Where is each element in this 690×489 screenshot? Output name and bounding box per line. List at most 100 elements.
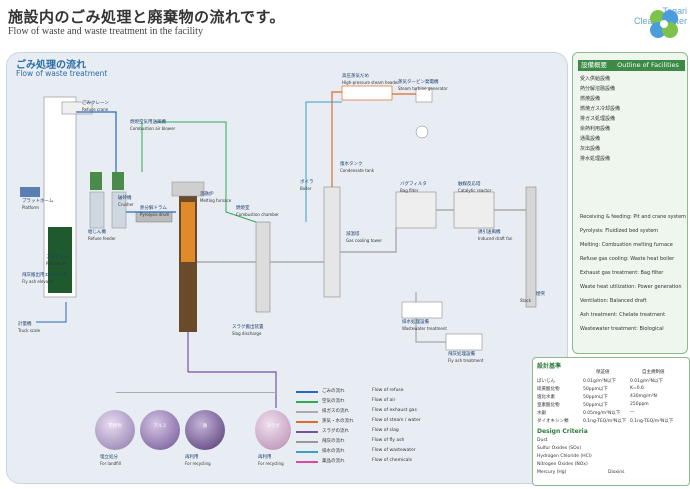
legend-steam-en: Flow of steam / water [372, 418, 421, 423]
legend-air-en: Flow of air [372, 398, 396, 403]
label-refuse-crane: ごみクレーン [82, 101, 109, 106]
water-flow-1 [305, 101, 342, 222]
criteria-row-0-a: 0.01g/m³N以下 [583, 379, 616, 384]
dest-recycle-2-en: For recycling [258, 461, 284, 466]
label-refuse-pit: ごみピット [46, 255, 69, 260]
output-iron-label: 鉄 [202, 424, 208, 429]
legend-refuse: ごみの流れ [322, 389, 345, 394]
label-combustion-chamber-en: Combustion chamber [236, 212, 279, 217]
legend-flyash-en: Flow of fly ash [372, 438, 405, 443]
dest-recycle-1-en: For recycling [185, 461, 211, 466]
label-stack: 煙突 [536, 292, 545, 297]
refuse-pit [48, 227, 72, 293]
legend: ごみの流れ Flow of refuse 空気の流れ Flow of air 排… [296, 388, 421, 474]
label-combustion-chamber: 燃焼室 [236, 206, 250, 211]
label-pyrolysis-drum: 熱分解ドラム [140, 206, 167, 211]
label-condensate-tank: 復水タンク [340, 162, 363, 167]
criteria-row-5-a: 0.1ng-TEQ/m³N以下 [583, 419, 627, 424]
label-fly-ash-treatment-en: Fly ash treatment [448, 358, 484, 363]
legend-swatch-chem [296, 461, 318, 463]
label-fly-ash-elevator-en: Fly ash elevator [22, 279, 54, 284]
outline-row-en-1: Pyrolysis: Fluidized bed system [580, 228, 659, 234]
legend-swatch-flyash [296, 441, 318, 443]
criteria-title-jp: 設計基準 [537, 363, 562, 370]
outline-row-jp-8: 排水処理設備 [580, 156, 611, 162]
criteria-row-4-item: 水銀 [537, 411, 546, 416]
criteria-row-0-b: 0.01g/m³N以下 [630, 379, 663, 384]
refuse-flow-1 [76, 111, 117, 172]
label-refuse-feeder-en: Refuse feeder [88, 236, 116, 241]
fly-ash-treatment [445, 333, 483, 351]
criteria-row-1-item: 硫黄酸化物 [537, 387, 560, 392]
slag-flow-2 [188, 371, 277, 408]
output-incombustibles [95, 410, 135, 450]
label-catalytic-reactor: 触媒反応塔 [458, 182, 481, 187]
gas-flow-3 [340, 228, 397, 253]
outline-title-en: Outline of Facilities [617, 61, 679, 69]
legend-swatch-slag [296, 431, 318, 433]
criteria-row-2-a: 50ppm以下 [583, 395, 608, 400]
legend-flyash: 飛灰の流れ [322, 439, 345, 444]
label-bag-filter-en: Bag filter [400, 188, 419, 193]
refuse-crane [61, 101, 93, 115]
label-condensate-tank-en: Condensate tank [340, 168, 375, 173]
legend-slag: スラグの流れ [322, 429, 349, 434]
outline-row-en-8: Wastewater treatment: Biological [580, 326, 664, 332]
legend-water: 排水の流れ [322, 449, 345, 454]
outline-row-en-6: Ventilation: Balanced draft [580, 298, 647, 304]
bag-filter-2 [453, 191, 495, 229]
output-slag [255, 410, 291, 450]
criteria-row-5-b: 0.1ng-TEQ/m³N以下 [630, 419, 674, 424]
flow-diagram-panel [6, 52, 568, 484]
outline-row-en-3: Refuse gas cooling: Waste heat boiler [580, 256, 675, 262]
output-iron [185, 410, 225, 450]
legend-gas-en: Flow of exhaust gas [372, 408, 417, 413]
label-combustion-blower-en: Combustion air blower [130, 126, 176, 131]
label-catalytic-reactor-en: Catalytic reactor [458, 188, 492, 193]
feeder-1 [89, 191, 105, 229]
label-steam-header-en: High-pressure steam header [342, 80, 400, 85]
outline-row-jp-4: 排ガス処理設備 [580, 116, 616, 122]
criteria-header-1: 保証値 [596, 370, 610, 375]
label-truck-scale: 計量機 [18, 322, 32, 327]
legend-refuse-en: Flow of refuse [372, 388, 404, 393]
brand-line-1: Togari [662, 6, 687, 16]
label-gas-cooling-en: Gas cooling tower [346, 238, 382, 243]
legend-chem: 薬品の流れ [322, 459, 345, 464]
label-melting-furnace-en: Melting furnace [200, 198, 232, 203]
legend-swatch-water [296, 451, 318, 453]
furnace-core [181, 202, 195, 262]
criteria-row-0-en: Dust [537, 438, 548, 443]
outline-row-jp-7: 灰出設備 [580, 146, 601, 152]
outline-header: 設備概要 Outline of Facilities [578, 60, 685, 71]
label-fly-ash-treatment: 飛灰処理設備 [448, 352, 475, 357]
condenser [415, 125, 429, 139]
legend-water-en: Flow of wastewater [372, 448, 416, 453]
outline-title-jp: 設備概要 [581, 61, 607, 69]
output-aluminum [140, 410, 180, 450]
criteria-row-4-a: 0.05mg/m³N以下 [583, 411, 621, 416]
hopper-2 [112, 172, 124, 190]
furnace-top [171, 181, 205, 197]
label-platform: プラットホーム [22, 199, 54, 204]
label-combustion-blower: 燃焼空気用送風機 [130, 120, 166, 125]
output-separator [116, 392, 276, 393]
label-melting-furnace: 溶融炉 [200, 192, 214, 197]
label-refuse-crane-en: Refuse crane [82, 107, 109, 112]
label-pyrolysis-drum-en: Pyrolysis drum [140, 212, 170, 217]
outline-row-en-0: Receiving & feeding: Pit and crane syste… [580, 214, 687, 220]
criteria-title-en: Design Criteria [537, 428, 588, 435]
criteria-row-0-item: ばいじん [537, 379, 555, 384]
outline-row-jp-0: 受入供給設備 [580, 76, 611, 82]
legend-air: 空気の流れ [322, 399, 345, 404]
panel-subtitle: Flow of waste treatment [16, 69, 108, 78]
combustion-chamber [255, 221, 271, 313]
air-flow-2 [156, 121, 257, 223]
steam-turbine [415, 87, 433, 103]
legend-swatch-refuse [296, 391, 318, 393]
page-subtitle: Flow of waste and waste treatment in the… [8, 26, 203, 37]
criteria-header-2: 自主規制値 [642, 370, 665, 375]
criteria-row-3-a: 50ppm以下 [583, 403, 608, 408]
outline-row-en-7: Ash treatment: Chelate treatment [580, 312, 666, 318]
label-crusher: 破砕機 [118, 196, 132, 201]
